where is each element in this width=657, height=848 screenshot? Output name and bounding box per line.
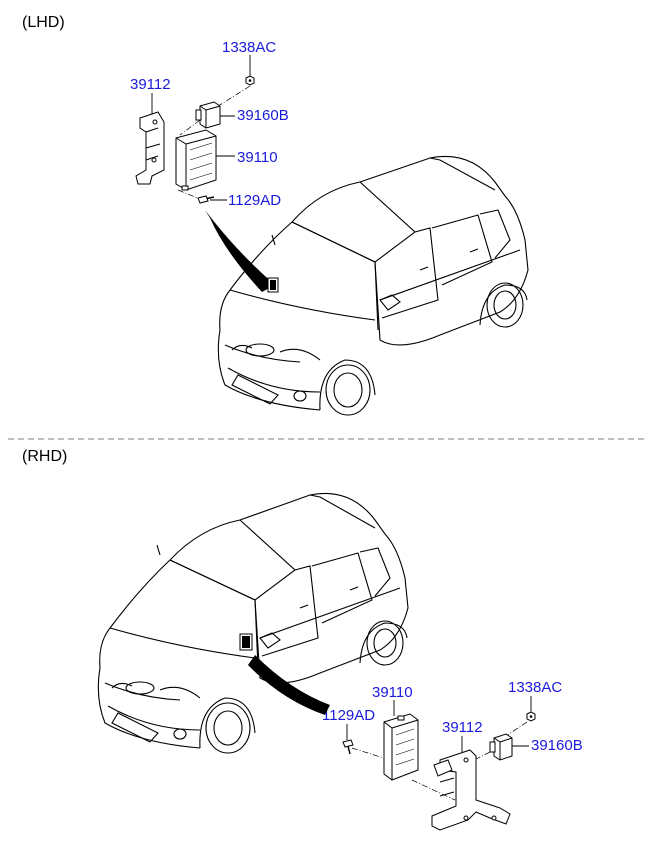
lhd-module-39110 (175, 129, 217, 191)
lhd-callout-1129ad[interactable]: 1129AD (228, 192, 282, 209)
lhd-callout-39110[interactable]: 39110 (237, 149, 278, 166)
rhd-callout-1338ac[interactable]: 1338AC (508, 679, 563, 696)
rhd-section-label: (RHD) (22, 448, 68, 465)
rhd-bracket-39112 (431, 749, 511, 831)
lhd-module-location (267, 277, 279, 293)
lhd-section-label: (LHD) (22, 14, 65, 31)
rhd-callout-39110[interactable]: 39110 (372, 684, 413, 701)
rhd-assembly-lines (351, 721, 528, 801)
rhd-leader-lines (346, 696, 532, 752)
rhd-callout-39112[interactable]: 39112 (442, 719, 483, 736)
rhd-pointer-wedge (248, 655, 330, 715)
lhd-callout-1338ac[interactable]: 1338AC (222, 39, 277, 56)
lhd-nut-1338ac (245, 75, 255, 86)
lhd-callout-39112[interactable]: 39112 (130, 76, 171, 93)
rhd-nut-1338ac (526, 711, 536, 722)
rhd-connector-39160b (489, 733, 513, 761)
rhd-module-location (239, 633, 253, 651)
lhd-connector-39160b (195, 101, 221, 129)
rhd-bolt-1129ad (342, 739, 354, 755)
rhd-module-39110 (383, 713, 419, 781)
lhd-assembly-lines (177, 85, 251, 202)
rhd-callout-39160b[interactable]: 39160B (531, 737, 583, 754)
lhd-bracket-39112 (135, 111, 165, 185)
rhd-callout-1129ad[interactable]: 1129AD (322, 707, 376, 724)
lhd-pointer-wedge (205, 210, 275, 292)
lhd-bolt-1129ad (197, 195, 215, 204)
lhd-callout-39160b[interactable]: 39160B (237, 107, 289, 124)
